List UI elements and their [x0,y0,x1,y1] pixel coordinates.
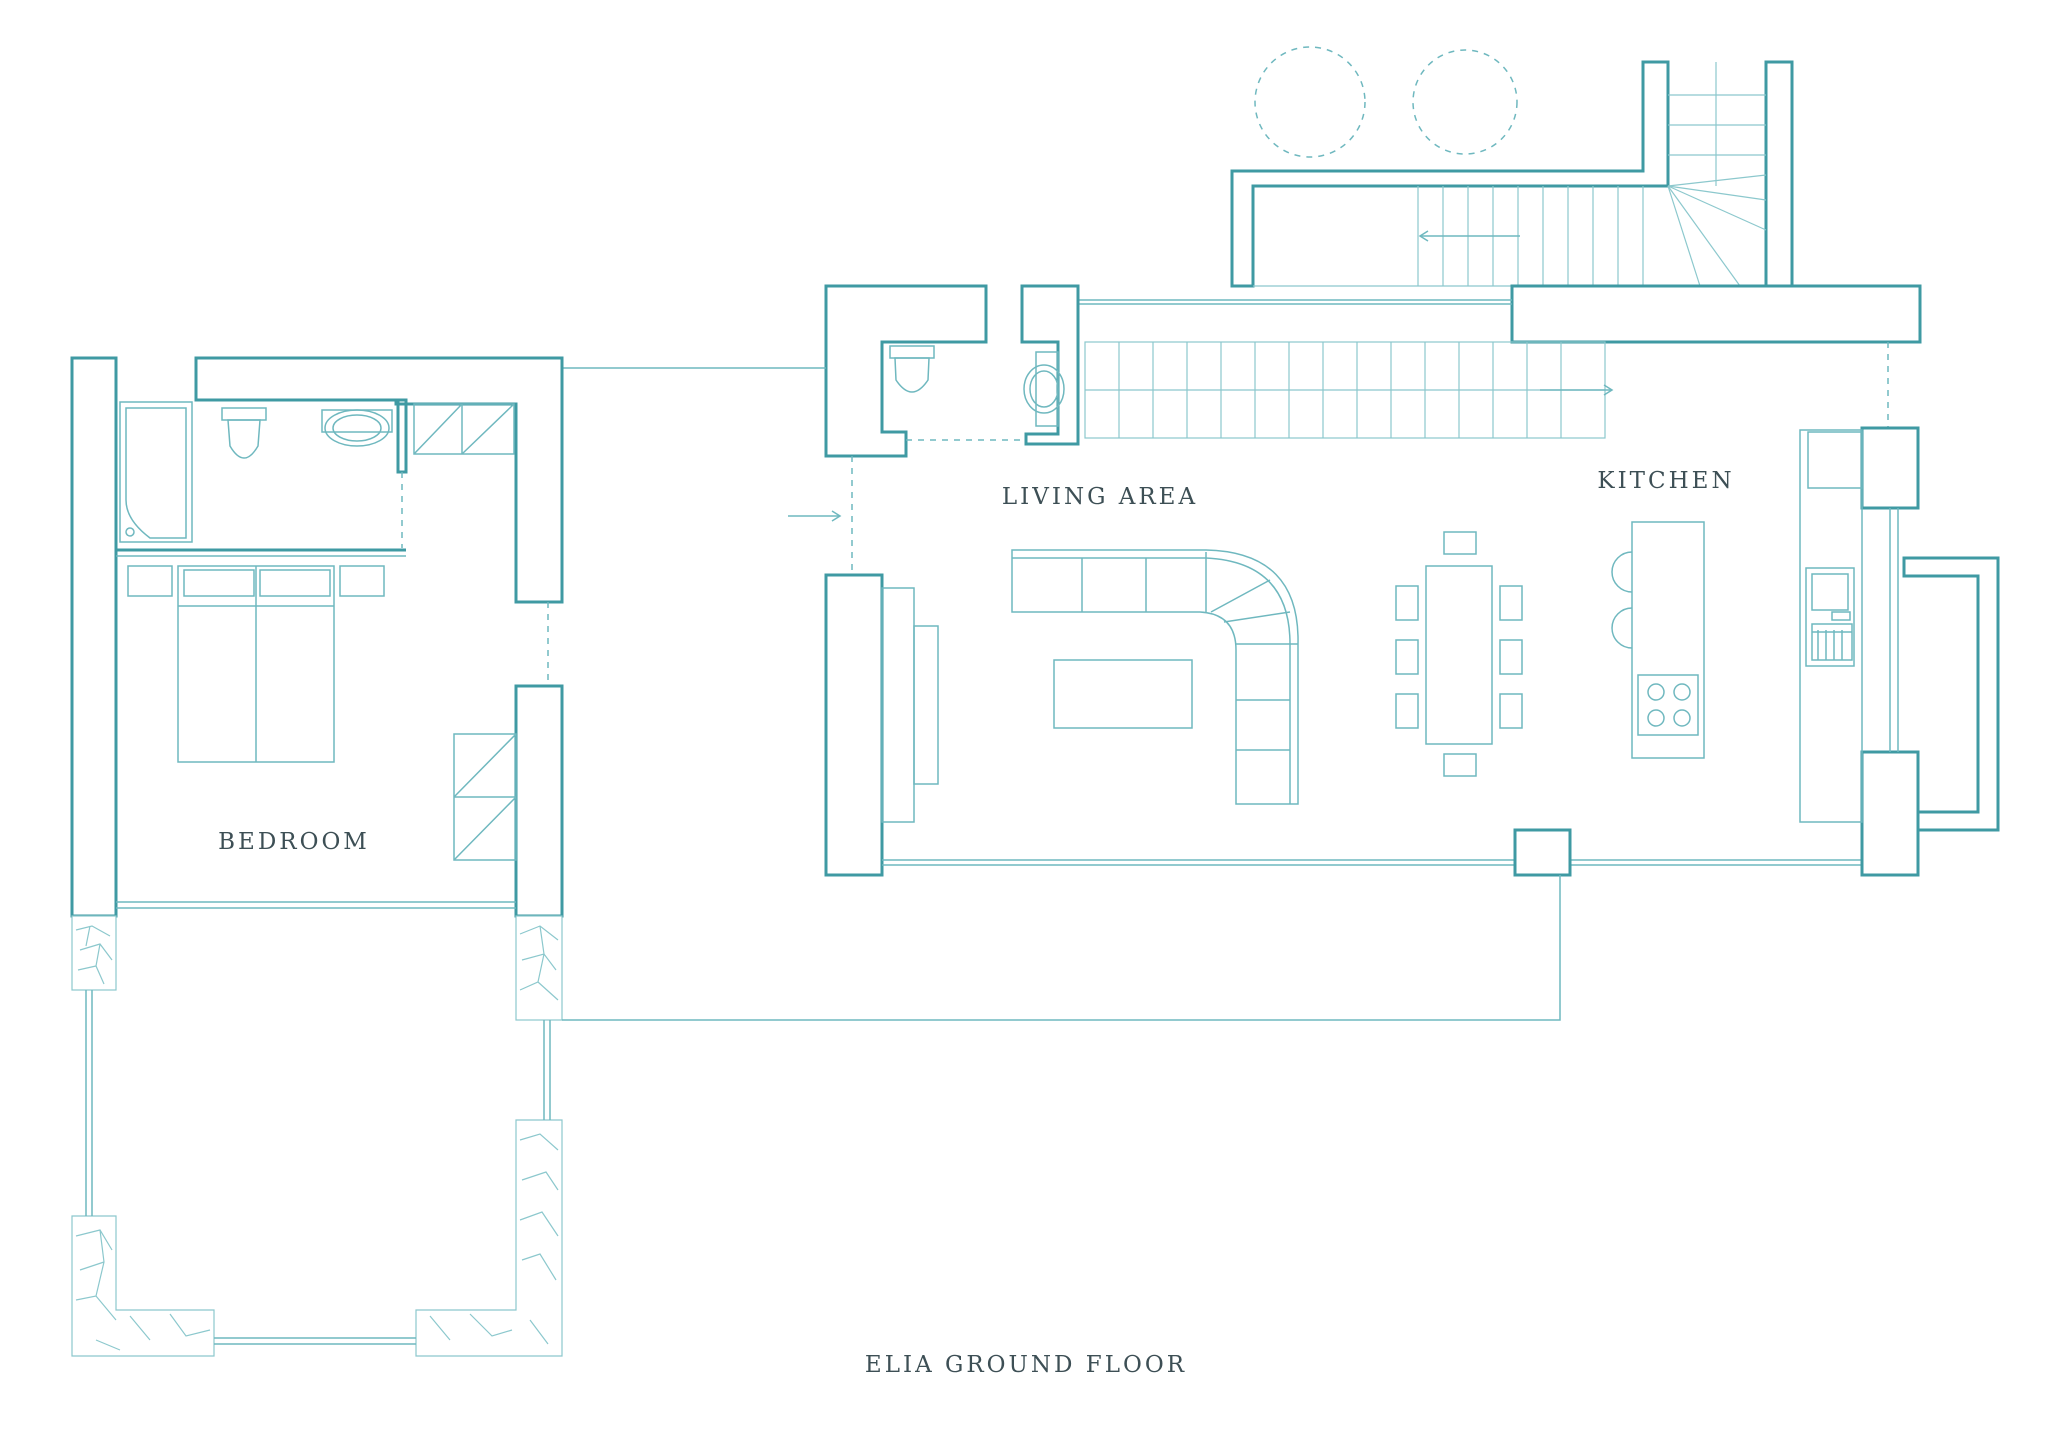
pillow [183,569,255,597]
bed [127,565,385,763]
bathtub-icon [119,401,193,543]
entrance-arrow-icon [788,510,842,522]
plan-title: ELIA GROUND FLOOR [865,1352,1187,1378]
stone-pillars [71,915,563,1357]
upper-stair-block [1230,60,1794,288]
room-label-living-area: LIVING AREA [1002,484,1198,510]
chair [1443,531,1477,555]
chair [1395,693,1419,729]
chair [1395,585,1419,621]
hob-icon [1647,683,1691,727]
sink-icon [1023,351,1065,427]
kitchen-island [1611,521,1705,759]
arrow-left-icon [1418,230,1520,242]
coffee-table [1053,659,1193,729]
toilet-icon [889,345,935,393]
main-house [788,284,2000,877]
dish-rack-icon [1811,623,1853,661]
arrow-right-icon [1540,384,1614,396]
chair [1499,693,1523,729]
tree-icon [1254,46,1366,158]
nightstand [339,565,385,597]
kitchen-counter [1799,429,1863,823]
nightstand [127,565,173,597]
wardrobe [453,733,517,861]
toilet-icon [221,407,267,459]
trees [1254,46,1518,158]
wardrobe [413,403,515,455]
room-label-kitchen: KITCHEN [1597,468,1734,494]
sofa [1011,549,1299,805]
sink-icon [321,409,393,447]
stair-treads-upper [1417,186,1644,286]
pillow [259,569,331,597]
chair [1395,639,1419,675]
chair [1499,639,1523,675]
main-stair [1084,341,1606,439]
chair [1499,585,1523,621]
bedroom-wing [70,356,1561,1357]
tree-icon [1412,49,1518,155]
chair [1443,753,1477,777]
room-label-bedroom: BEDROOM [218,829,370,855]
dining-table [1395,531,1523,777]
